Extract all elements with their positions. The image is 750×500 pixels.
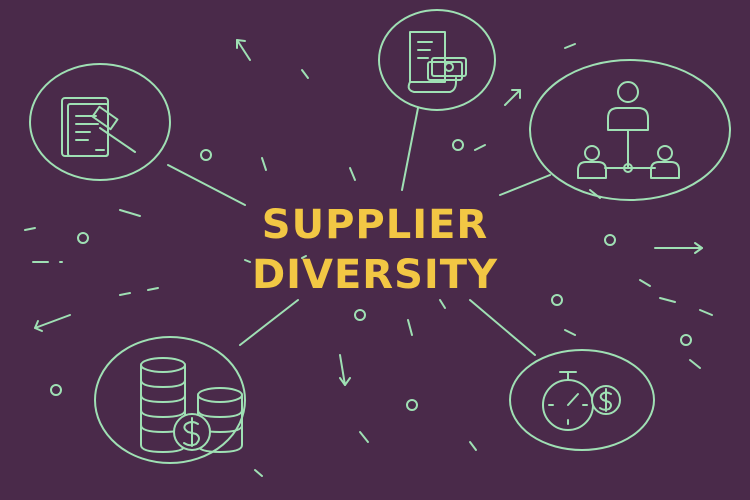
connector-lines: [167, 107, 551, 356]
title-line-1: SUPPLIER: [261, 202, 489, 248]
title-line-2: DIVERSITY: [251, 252, 499, 298]
org-chart-icon: [529, 59, 731, 201]
contract-gavel-icon: [29, 63, 171, 181]
decorative-marks: [24, 39, 713, 477]
stopwatch-dollar-icon: [509, 349, 655, 451]
scroll-money-icon: [378, 9, 496, 111]
coin-stacks-dollar-icon: [94, 336, 246, 464]
